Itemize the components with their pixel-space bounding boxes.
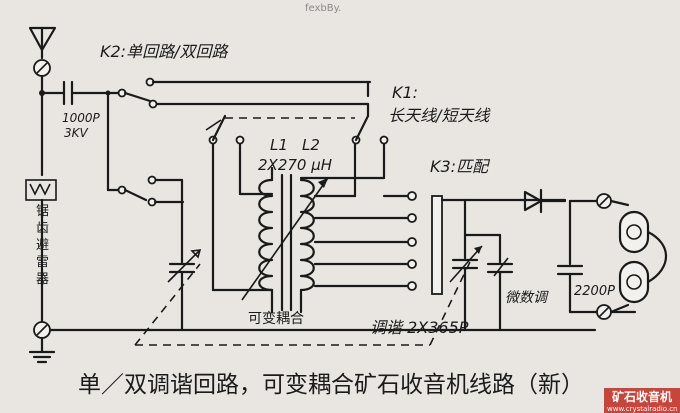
svg-text:锯: 锯	[36, 204, 49, 219]
main-tuning-capacitor	[449, 198, 483, 332]
diode	[523, 188, 567, 214]
svg-text:齿: 齿	[36, 221, 49, 236]
gang-line-left	[134, 263, 201, 346]
trimmer-capacitor	[463, 233, 514, 332]
watermark-top: fexbBy.	[305, 3, 341, 14]
k3-taps	[407, 191, 417, 291]
k2-switch	[105, 77, 372, 207]
brand-url: www.crystalradio.cn	[607, 405, 677, 413]
tuning-cap-label: 调谐 2X365P	[370, 318, 469, 337]
coil-value-label: 2X270 μH	[258, 156, 332, 174]
k3-switch-label: K3:匹配	[430, 157, 491, 176]
coil-l2-label: L2	[302, 136, 320, 154]
lightning-arrester	[25, 179, 57, 324]
cap-2200p-label: 2200P	[574, 284, 615, 299]
arrester-label: 锯 齿 避 雷 器	[36, 204, 49, 287]
brand-name: 矿石收音机	[612, 389, 672, 404]
k1-switch-desc: 长天线/短天线	[388, 106, 491, 125]
coupling-arrow	[241, 177, 329, 301]
cap-1000p-label: 1000P	[62, 111, 101, 125]
trimmer-label: 微数调	[505, 290, 549, 306]
brand-badge: 矿石收音机 www.crystalradio.cn	[604, 388, 680, 413]
svg-text:器: 器	[36, 272, 49, 287]
ground-symbol	[28, 336, 56, 364]
coil-l1-label: L1	[270, 136, 288, 154]
cap-3kv-label: 3KV	[64, 126, 89, 140]
coil-l1	[211, 142, 274, 314]
capacitor-2200p	[556, 199, 600, 314]
headphones	[609, 199, 667, 314]
capacitor-1000p	[62, 80, 110, 106]
caption: 单／双调谐回路，可变耦合矿石收音机线路（新）	[78, 372, 584, 398]
k1-switch	[205, 80, 389, 145]
left-tuning-capacitor	[167, 178, 202, 332]
gang-line-right	[429, 261, 471, 346]
svg-text:雷: 雷	[36, 255, 49, 270]
antenna-symbol	[28, 26, 57, 60]
variable-coupling-label: 可变耦合	[248, 311, 304, 327]
coil-l2	[299, 142, 412, 314]
k2-switch-label: K2:单回路/双回路	[100, 42, 229, 61]
svg-text:避: 避	[36, 238, 49, 253]
k1-switch-label: K1:	[392, 83, 418, 102]
